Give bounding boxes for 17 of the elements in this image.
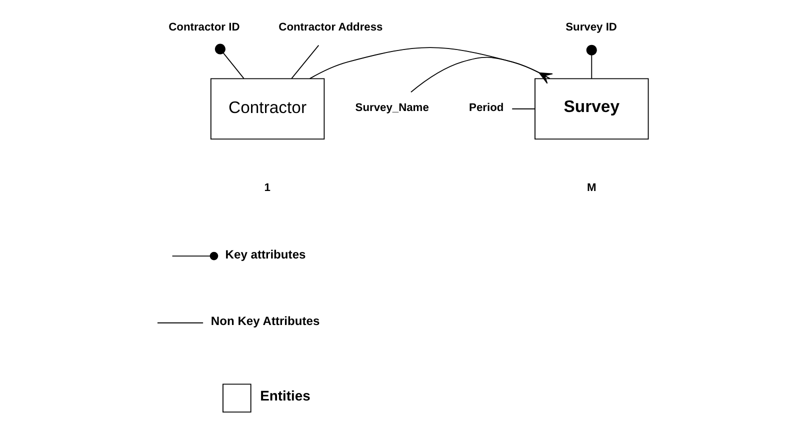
label: M (586, 182, 596, 194)
legend-label: Non Key Attributes (210, 314, 320, 328)
connector (214, 44, 244, 79)
node-text: Survey_Name (354, 102, 428, 114)
connector (410, 56, 550, 93)
node-box: Survey (534, 78, 648, 140)
label: 1 (264, 182, 270, 194)
node-text: Survey ID (565, 21, 616, 34)
connector (511, 108, 535, 110)
node-box: Contractor (210, 78, 324, 140)
connector (586, 44, 596, 79)
legend-label: Entities (260, 387, 310, 404)
node-text: Contractor Address (278, 21, 382, 34)
legend-label: Key attributes (224, 247, 306, 262)
node-text: Contractor ID (168, 21, 240, 34)
node-text: Period (468, 102, 504, 114)
connector (290, 44, 319, 79)
